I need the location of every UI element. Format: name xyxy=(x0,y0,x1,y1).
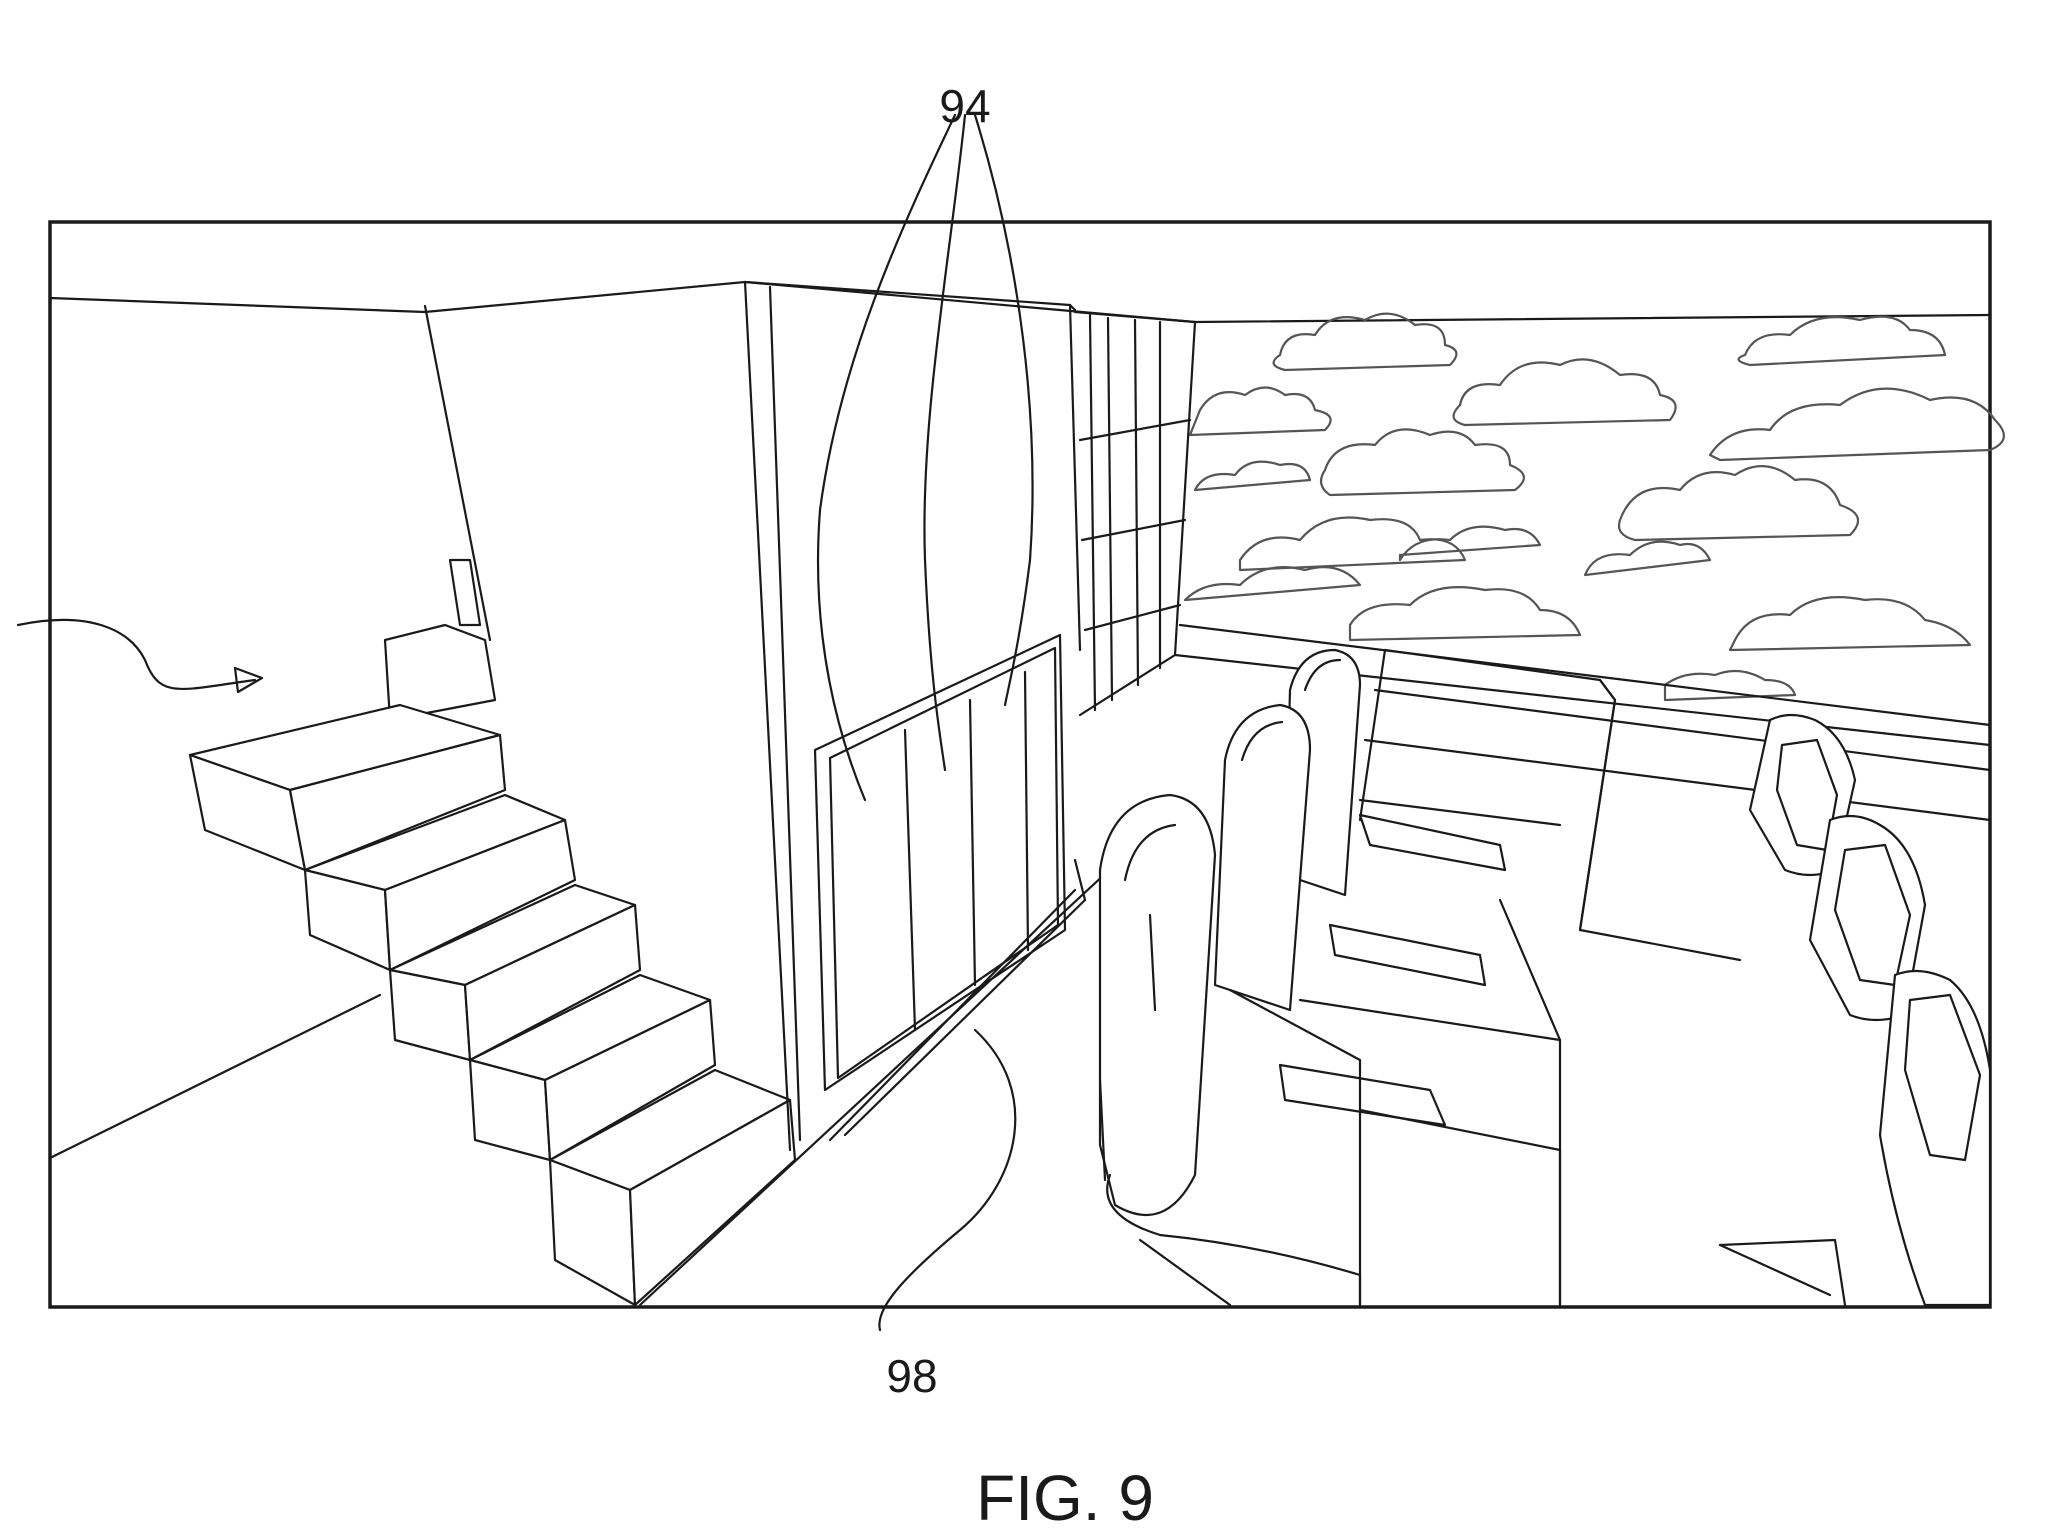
cloud-scenery xyxy=(1183,312,2005,702)
staircase xyxy=(188,558,797,1307)
floor-strip xyxy=(638,858,1122,1307)
partition-wall xyxy=(743,280,1082,1152)
display-panels xyxy=(813,633,1067,1092)
figure-caption: FIG. 9 xyxy=(976,1462,1154,1534)
reference-numeral-98: 98 xyxy=(886,1350,937,1402)
right-seat-row xyxy=(1718,713,1992,1307)
leader-lines-94 xyxy=(816,113,1034,802)
left-room xyxy=(48,304,492,1160)
leader-line-98 xyxy=(878,1028,1017,1332)
bulkhead-unit xyxy=(1358,648,1742,962)
window-grid xyxy=(1073,310,1197,717)
center-seat-row xyxy=(1098,648,1562,1307)
reference-numeral-94: 94 xyxy=(939,80,990,132)
curved-arrow-icon xyxy=(16,618,264,694)
figure-frame xyxy=(48,220,1992,1309)
